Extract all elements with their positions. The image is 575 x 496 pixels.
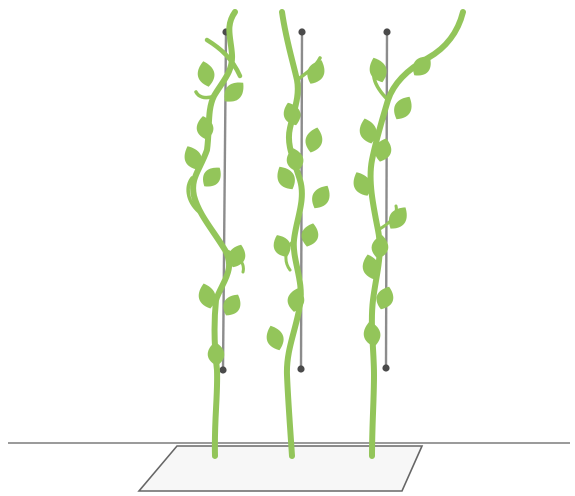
leaf xyxy=(307,182,334,213)
planting-bed xyxy=(139,446,422,491)
leaf xyxy=(263,323,288,353)
vine-left xyxy=(188,12,243,456)
leaf xyxy=(362,320,383,348)
leaf xyxy=(303,125,326,154)
leaf xyxy=(280,100,304,128)
leaf xyxy=(389,93,416,124)
leaf xyxy=(384,203,413,234)
leaf xyxy=(195,115,216,142)
leaf xyxy=(195,60,217,89)
